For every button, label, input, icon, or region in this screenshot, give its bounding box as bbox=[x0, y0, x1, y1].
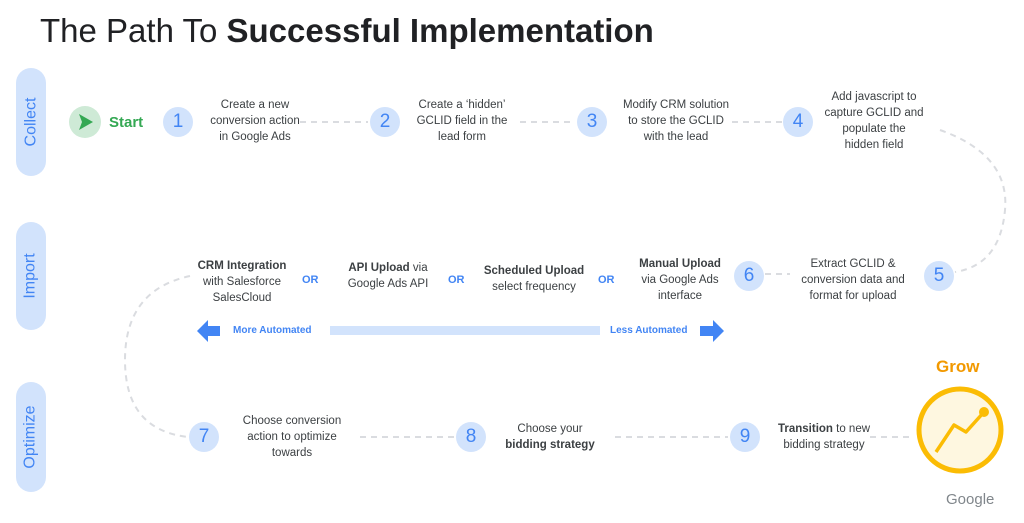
phase-optimize: Optimize bbox=[16, 382, 46, 492]
step-4-number: 4 bbox=[783, 107, 813, 137]
google-logo: Google bbox=[946, 491, 995, 508]
more-automated-label: More Automated bbox=[233, 325, 312, 336]
step-9-number: 9 bbox=[730, 422, 760, 452]
step-1-number: 1 bbox=[163, 107, 193, 137]
step-5-text: Extract GCLID & conversion data and form… bbox=[801, 258, 905, 302]
step-5-number: 5 bbox=[924, 261, 954, 291]
phase-import: Import bbox=[16, 222, 46, 330]
step-3-text: Modify CRM solution to store the GCLID w… bbox=[622, 99, 730, 143]
step-1-text: Create a new conversion action in Google… bbox=[210, 99, 300, 143]
send-icon bbox=[79, 114, 93, 130]
step-7-text: Choose conversion action to optimize tow… bbox=[242, 415, 342, 459]
or-label-1: OR bbox=[302, 274, 319, 286]
grow-chart-icon bbox=[916, 386, 1004, 474]
step-2-text: Create a ‘hidden’ GCLID field in the lea… bbox=[416, 99, 508, 143]
or-label-2: OR bbox=[448, 274, 465, 286]
step-6-number: 6 bbox=[734, 261, 764, 291]
step-2-number: 2 bbox=[370, 107, 400, 137]
or-label-3: OR bbox=[598, 274, 615, 286]
right-arrow-icon bbox=[700, 320, 724, 342]
step-8-number: 8 bbox=[456, 422, 486, 452]
page-title: The Path To Successful Implementation bbox=[40, 12, 654, 49]
start-label: Start bbox=[109, 114, 144, 131]
step-9-text: Transition to new bidding strategy bbox=[777, 423, 871, 451]
step-4-text: Add javascript to capture GCLID and popu… bbox=[824, 91, 924, 151]
step-7-number: 7 bbox=[189, 422, 219, 452]
option-api-upload: API Upload via Google Ads API bbox=[347, 262, 429, 290]
left-arrow-icon bbox=[197, 320, 220, 342]
step-3-number: 3 bbox=[577, 107, 607, 137]
grow-label: Grow bbox=[936, 357, 980, 376]
phase-collect: Collect bbox=[16, 68, 46, 176]
less-automated-label: Less Automated bbox=[610, 325, 688, 336]
